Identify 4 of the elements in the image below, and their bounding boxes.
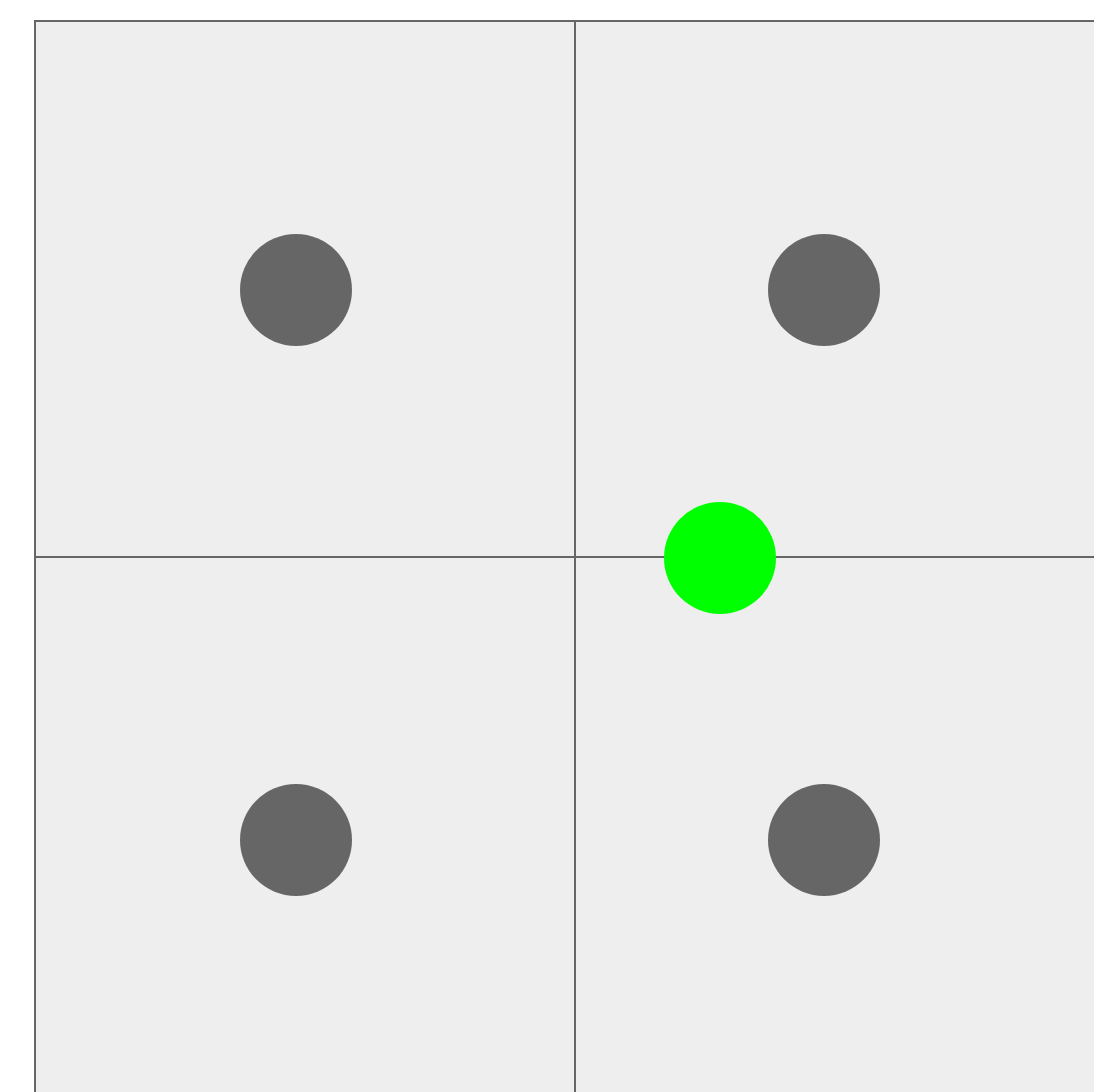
panel xyxy=(34,20,576,558)
panel xyxy=(34,556,576,1092)
panel xyxy=(574,556,1094,1092)
panel xyxy=(574,20,1094,558)
